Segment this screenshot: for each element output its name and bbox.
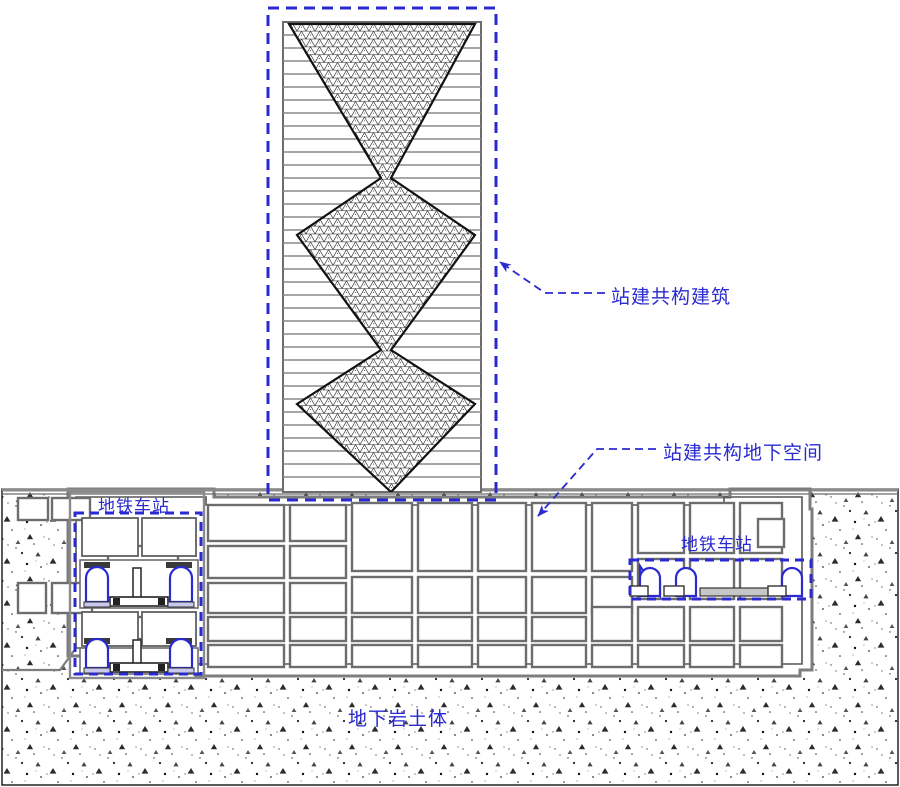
label-tower: 站建共构建筑 [611,286,732,308]
station-right-boundary [628,558,813,601]
station-left-detail [68,490,206,680]
tower-mesh-core [287,22,477,492]
label-underground-space: 站建共构地下空间 [663,442,824,464]
tower-boundary [266,6,498,502]
tower-building [266,6,498,502]
label-soil: 地下岩土体 [348,708,449,730]
underground-leader [537,448,656,517]
leader-lines [499,261,656,517]
underground-room-grid [16,496,786,669]
tower-leader [499,261,605,294]
station-right-detail [628,558,813,601]
station-left-boundary [73,511,203,676]
label-station-right: 地铁车站 [681,535,753,555]
label-station-left: 地铁车站 [98,497,170,517]
